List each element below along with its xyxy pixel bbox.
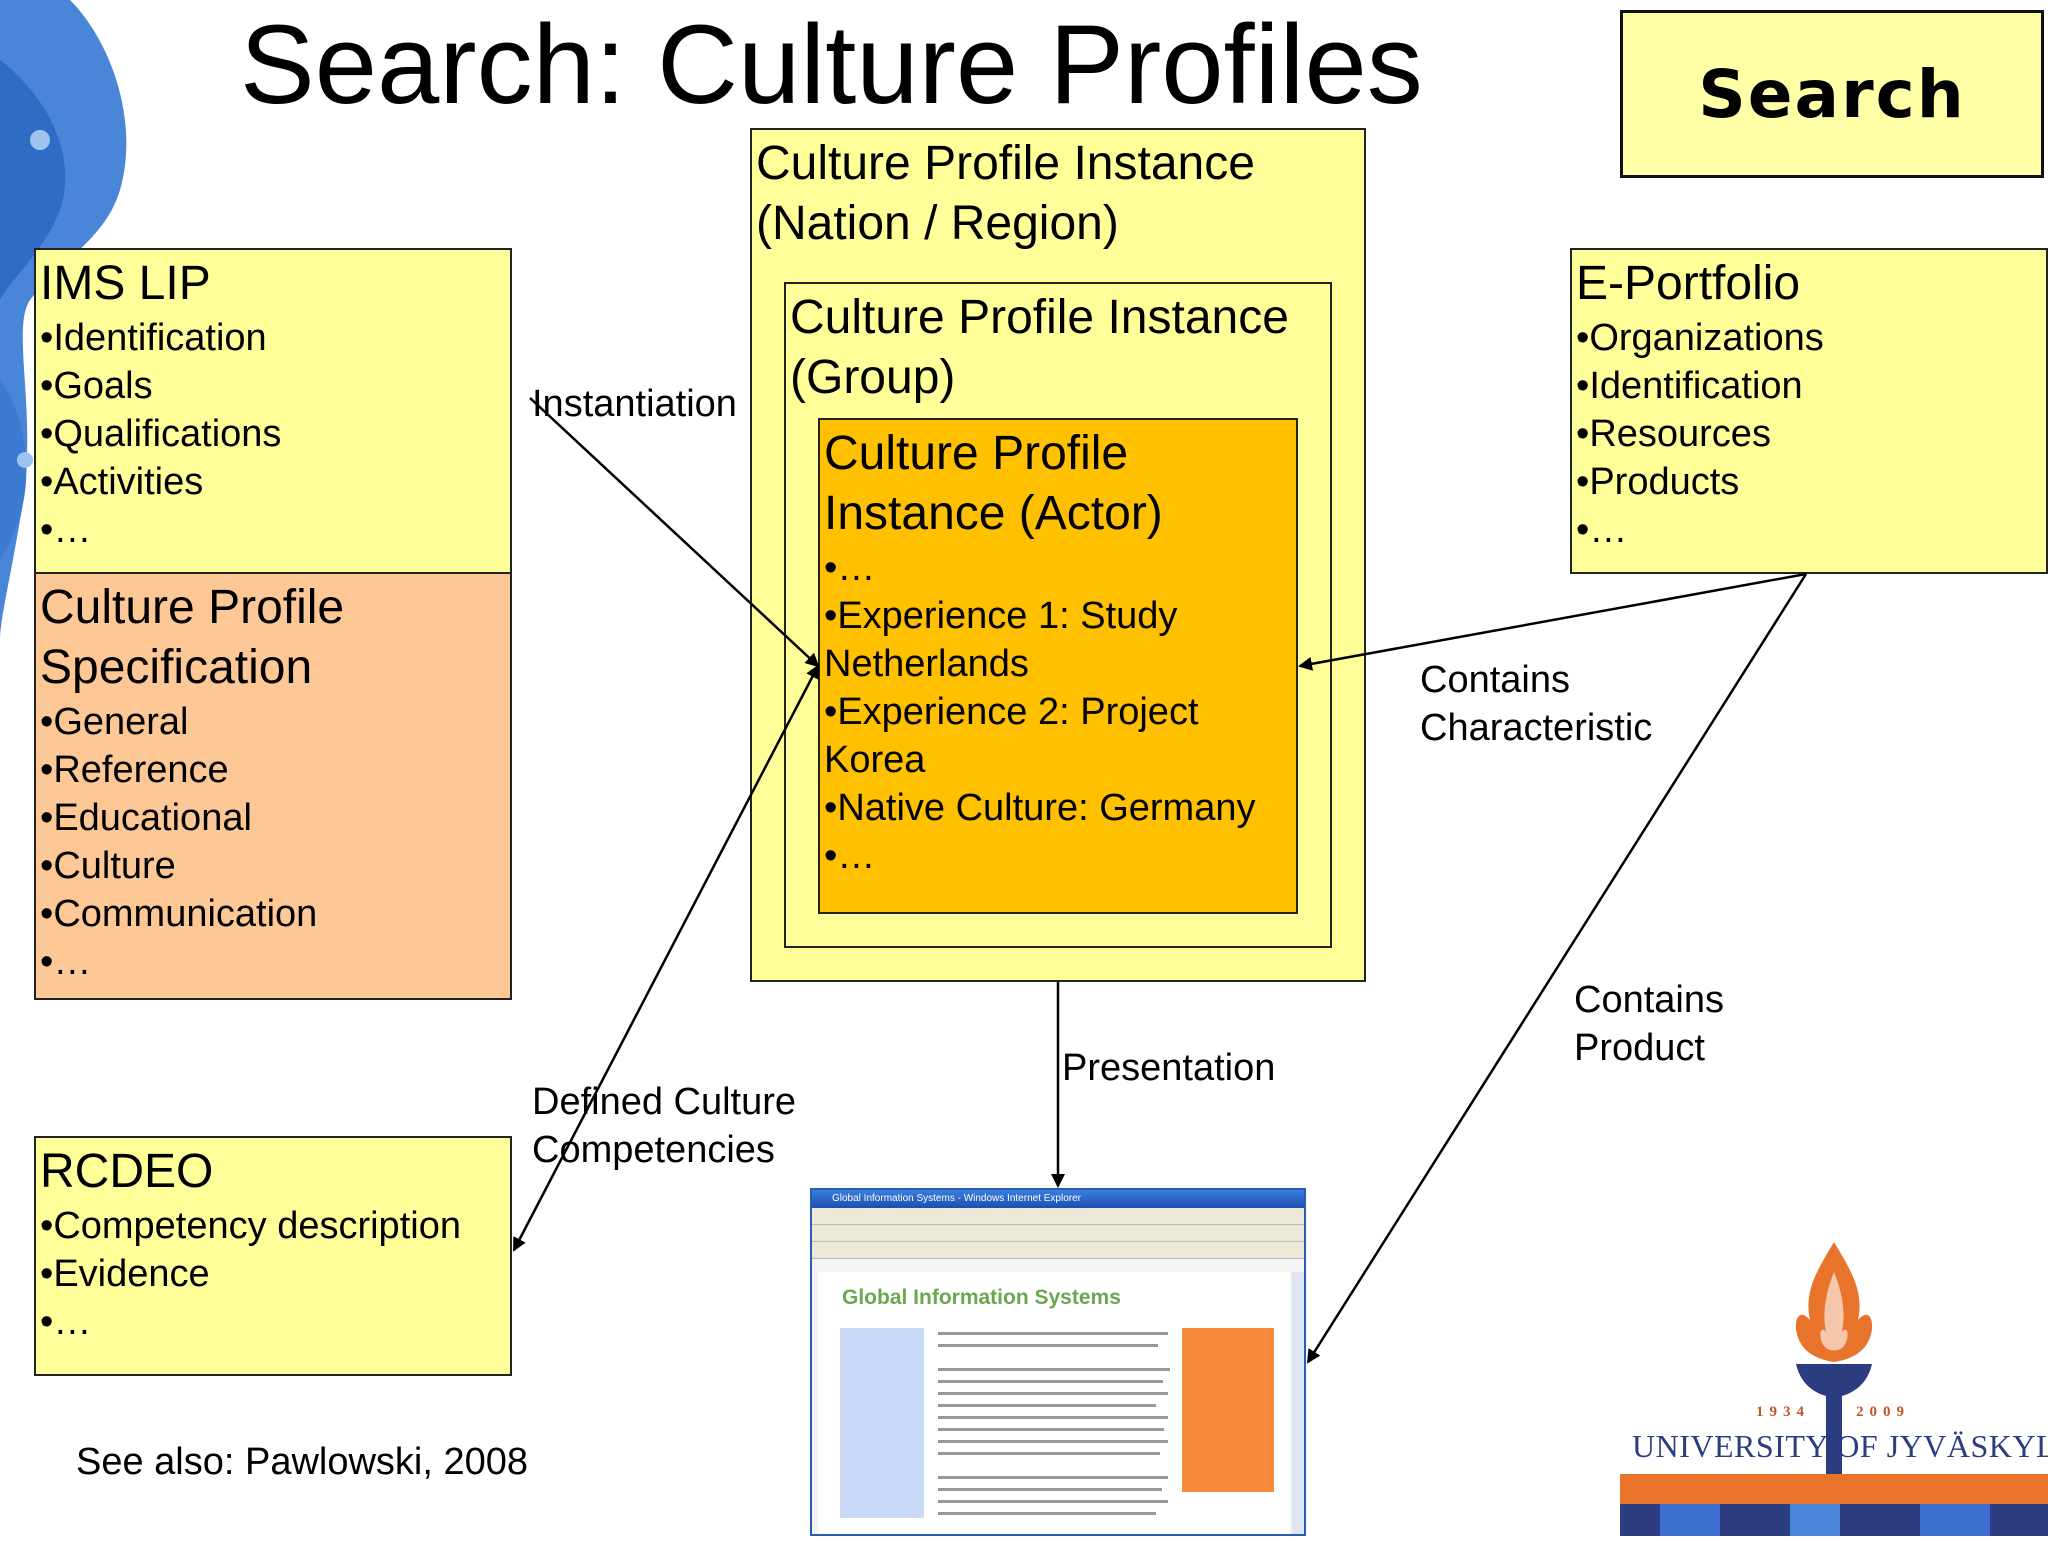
e-portfolio-box: E-Portfolio Organizations Identification… <box>1570 248 2048 574</box>
text-line <box>938 1512 1156 1515</box>
text-line <box>938 1404 1156 1407</box>
list-item: Identification <box>1576 362 2046 410</box>
contains-characteristic-label-2: Characteristic <box>1420 707 1653 749</box>
university-name: UNIVERSITY OF JYVÄSKYLÄ <box>1632 1428 2048 1464</box>
text-line <box>938 1488 1162 1491</box>
contains-product-label-1: Contains <box>1574 979 1724 1021</box>
browser-menu-bar <box>812 1225 1304 1242</box>
list-item: Evidence <box>40 1250 510 1298</box>
browser-address-bar <box>812 1208 1304 1225</box>
spec-header-line2: Specification <box>40 641 313 694</box>
browser-left-column <box>840 1328 924 1518</box>
spec-header-line1: Culture Profile <box>40 581 345 634</box>
list-item: Goals <box>40 362 510 410</box>
list-item: Native Culture: Germany <box>824 784 1296 832</box>
presentation-label: Presentation <box>1062 1047 1276 1089</box>
year-start: 1934 <box>1756 1404 1810 1420</box>
text-line <box>938 1416 1168 1419</box>
browser-site-title: Global Information Systems <box>842 1286 1121 1309</box>
text-line <box>938 1500 1168 1503</box>
contains-characteristic-arrow <box>1298 572 1807 671</box>
citation: See also: Pawlowski, 2008 <box>76 1441 529 1483</box>
list-item: … <box>824 544 1296 592</box>
list-item: … <box>1576 506 2046 554</box>
list-item: … <box>40 506 510 554</box>
actor-box-line1: Culture Profile <box>824 427 1129 480</box>
culture-profile-specification-box: Culture Profile Specification General Re… <box>34 572 512 1000</box>
text-line <box>938 1440 1168 1443</box>
group-box-line2: (Group) <box>790 351 956 404</box>
list-item: Activities <box>40 458 510 506</box>
browser-right-column <box>1182 1328 1274 1492</box>
defined-competencies-line <box>512 664 820 1252</box>
list-item: Culture <box>40 842 510 890</box>
defined-competencies-label-1: Defined Culture <box>532 1081 797 1123</box>
text-line <box>938 1452 1160 1455</box>
logo-color-bar <box>1660 1504 1720 1536</box>
search-box: Search <box>1620 10 2044 178</box>
list-item: … <box>40 1298 510 1346</box>
instantiation-label: Instantiation <box>532 383 737 425</box>
text-line <box>938 1368 1170 1371</box>
year-end: 2009 <box>1856 1404 1910 1420</box>
page-title: Search: Culture Profiles <box>240 2 1423 127</box>
list-item: Educational <box>40 794 510 842</box>
e-portfolio-header: E-Portfolio <box>1576 257 1801 310</box>
defined-competencies-label-2: Competencies <box>532 1129 775 1171</box>
contains-characteristic-label-1: Contains <box>1420 659 1570 701</box>
text-line <box>938 1332 1168 1335</box>
list-item: Reference <box>40 746 510 794</box>
browser-title-bar: Global Information Systems - Windows Int… <box>812 1190 1304 1208</box>
instantiation-arrow <box>529 397 820 668</box>
list-item: Products <box>1576 458 2046 506</box>
university-logo: 1934 2009 UNIVERSITY OF JYVÄSKYLÄ <box>1620 1232 2048 1536</box>
nation-box-line1: Culture Profile Instance <box>756 137 1255 190</box>
browser-screenshot: Global Information Systems - Windows Int… <box>810 1188 1306 1536</box>
list-item: Qualifications <box>40 410 510 458</box>
contains-product-label-2: Product <box>1574 1027 1705 1069</box>
list-item: Competency description <box>40 1202 510 1250</box>
list-item: General <box>40 698 510 746</box>
rcdeo-list: Competency description Evidence … <box>36 1202 510 1346</box>
rcdeo-box: RCDEO Competency description Evidence … <box>34 1136 512 1376</box>
actor-box-line2: Instance (Actor) <box>824 487 1163 540</box>
list-item: Organizations <box>1576 314 2046 362</box>
contains-product-arrow <box>1306 573 1808 1364</box>
text-line <box>938 1476 1168 1479</box>
list-item: Experience 1: Study Netherlands <box>824 592 1204 688</box>
ims-lip-header: IMS LIP <box>40 257 211 310</box>
group-box-line1: Culture Profile Instance <box>790 291 1289 344</box>
culture-profile-actor-box: Culture Profile Instance (Actor) … Exper… <box>818 418 1298 914</box>
browser-tab-bar <box>812 1242 1304 1259</box>
logo-color-bar <box>1620 1474 2048 1504</box>
ims-lip-list: Identification Goals Qualifications Acti… <box>36 314 510 554</box>
list-item: Communication <box>40 890 510 938</box>
spec-list: General Reference Educational Culture Co… <box>36 698 510 986</box>
logo-color-bar <box>1920 1504 1990 1536</box>
list-item: Identification <box>40 314 510 362</box>
rcdeo-header: RCDEO <box>40 1145 214 1198</box>
e-portfolio-list: Organizations Identification Resources P… <box>1572 314 2046 554</box>
actor-box-list: … Experience 1: Study Netherlands Experi… <box>820 544 1296 880</box>
nation-box-line2: (Nation / Region) <box>756 197 1119 250</box>
text-line <box>938 1344 1158 1347</box>
list-item: Experience 2: Project Korea <box>824 688 1224 784</box>
text-line <box>938 1392 1168 1395</box>
logo-color-bar <box>1790 1504 1840 1536</box>
decorative-blue-image <box>0 0 130 700</box>
text-line <box>938 1380 1163 1383</box>
ims-lip-box: IMS LIP Identification Goals Qualificati… <box>34 248 512 574</box>
browser-scrollbar <box>1292 1272 1304 1534</box>
text-line <box>938 1428 1164 1431</box>
list-item: Resources <box>1576 410 2046 458</box>
search-box-label: Search <box>1698 55 1966 133</box>
browser-page: Global Information Systems <box>818 1272 1290 1534</box>
list-item: … <box>40 938 510 986</box>
list-item: … <box>824 832 1296 880</box>
